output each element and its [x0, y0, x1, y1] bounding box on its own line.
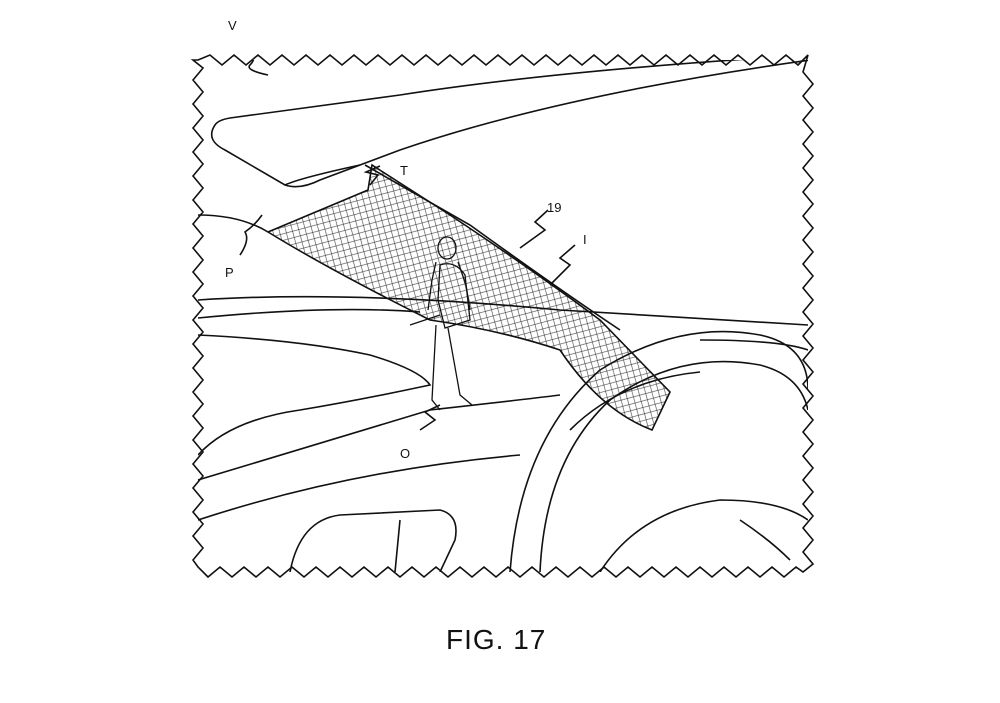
- roof-visor: [210, 60, 808, 188]
- a-pillar-display: [266, 163, 671, 432]
- label-object: O: [400, 446, 411, 461]
- label-image: I: [583, 232, 587, 247]
- figure-caption: FIG. 17: [446, 624, 547, 655]
- label-vehicle: V: [228, 18, 237, 33]
- label-pillar: P: [225, 265, 234, 280]
- steering-wheel: [509, 330, 808, 572]
- frame-border: [190, 53, 815, 579]
- label-display: 19: [547, 200, 562, 215]
- label-trim: T: [400, 163, 408, 178]
